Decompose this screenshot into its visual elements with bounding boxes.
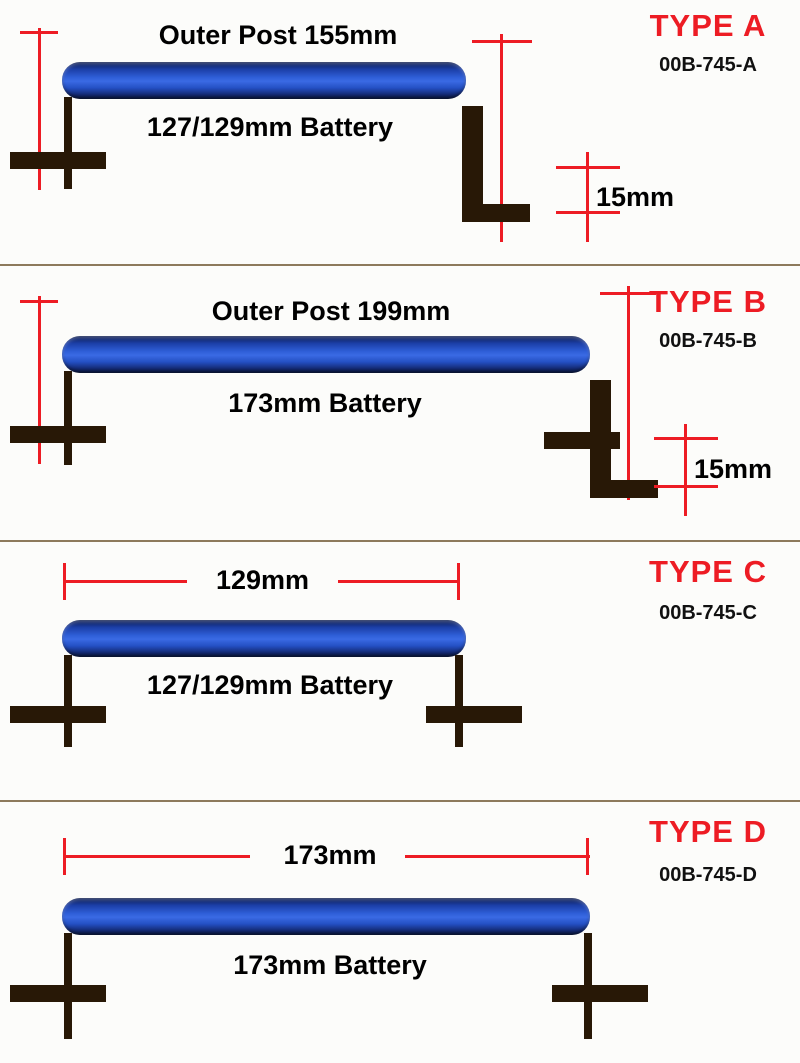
type-d-width-dimension-line-right — [405, 855, 590, 858]
type-a-offset-line — [586, 152, 589, 242]
type-b-left-dimension-tick — [20, 300, 58, 303]
type-a-left-post-foot — [10, 152, 106, 169]
type-a-outer-post-dimension-label: Outer Post 155mm — [158, 20, 398, 50]
type-b-outer-post-dimension-label: Outer Post 199mm — [211, 296, 451, 326]
type-c-right-post-leg — [455, 655, 463, 747]
type-b-battery-label: 173mm Battery — [228, 388, 422, 418]
type-c-title: TYPE C — [649, 554, 767, 589]
type-c-width-dimension-line-right — [338, 580, 460, 583]
type-b-left-post-leg — [64, 371, 72, 465]
type-a-step-foot — [462, 204, 530, 222]
type-b-step-foot — [590, 480, 658, 498]
type-d-width-dimension-line-left — [65, 855, 250, 858]
type-d-width-right-tick — [586, 838, 589, 875]
type-a-step-leg — [462, 106, 483, 222]
type-c-part-number: 00B-745-C — [659, 602, 757, 624]
type-d-title: TYPE D — [649, 814, 767, 849]
type-b-offset-line — [684, 424, 687, 516]
type-b-right-dimension-tick — [600, 292, 656, 295]
type-b-outer-post-bar — [62, 336, 590, 373]
type-b-left-post-foot — [10, 426, 106, 443]
type-d-battery-label: 173mm Battery — [233, 950, 427, 980]
type-a-title: TYPE A — [649, 8, 767, 43]
type-c-left-post-foot — [10, 706, 106, 723]
type-a-right-dimension-tick — [472, 40, 532, 43]
type-a-left-dimension-line — [38, 28, 41, 190]
type-a-offset-label: 15mm — [596, 182, 675, 212]
type-d-post-bar — [62, 898, 590, 935]
type-d-width-left-tick — [63, 838, 66, 875]
type-b-offset-label: 15mm — [694, 454, 773, 484]
type-c-battery-label: 127/129mm Battery — [146, 670, 394, 700]
type-c-left-post-leg — [64, 655, 72, 747]
type-c-width-dimension-label: 129mm — [215, 565, 310, 595]
type-c-width-dimension-line-left — [65, 580, 187, 583]
type-b-left-dimension-line — [38, 296, 41, 464]
type-a-left-dimension-tick — [20, 31, 58, 34]
type-c-right-post-foot — [426, 706, 522, 723]
type-a-outer-post-bar — [62, 62, 466, 99]
type-c-width-right-tick — [457, 563, 460, 600]
type-b-step-cross-foot — [544, 432, 620, 449]
type-a-section: Outer Post 155mm TYPE A 00B-745-A 127/12… — [0, 0, 800, 264]
type-a-left-post-leg — [64, 97, 72, 189]
type-d-left-post-foot — [10, 985, 106, 1002]
type-b-part-number: 00B-745-B — [659, 330, 757, 352]
type-c-post-bar — [62, 620, 466, 657]
type-c-width-left-tick — [63, 563, 66, 600]
type-b-section: Outer Post 199mm TYPE B 00B-745-B 173mm … — [0, 266, 800, 540]
section-divider — [0, 800, 800, 802]
type-a-battery-label: 127/129mm Battery — [146, 112, 394, 142]
section-divider — [0, 540, 800, 542]
type-d-section: TYPE D 00B-745-D 173mm 173mm Battery — [0, 802, 800, 1063]
type-b-right-dimension-line — [627, 286, 630, 500]
type-a-right-dimension-line — [500, 34, 503, 242]
section-divider — [0, 264, 800, 266]
type-a-part-number: 00B-745-A — [659, 54, 757, 76]
type-d-right-post-foot — [552, 985, 648, 1002]
type-d-width-dimension-label: 173mm — [283, 840, 377, 870]
type-b-title: TYPE B — [649, 284, 767, 319]
type-d-part-number: 00B-745-D — [659, 864, 757, 886]
type-c-section: TYPE C 00B-745-C 129mm 127/129mm Battery — [0, 542, 800, 800]
